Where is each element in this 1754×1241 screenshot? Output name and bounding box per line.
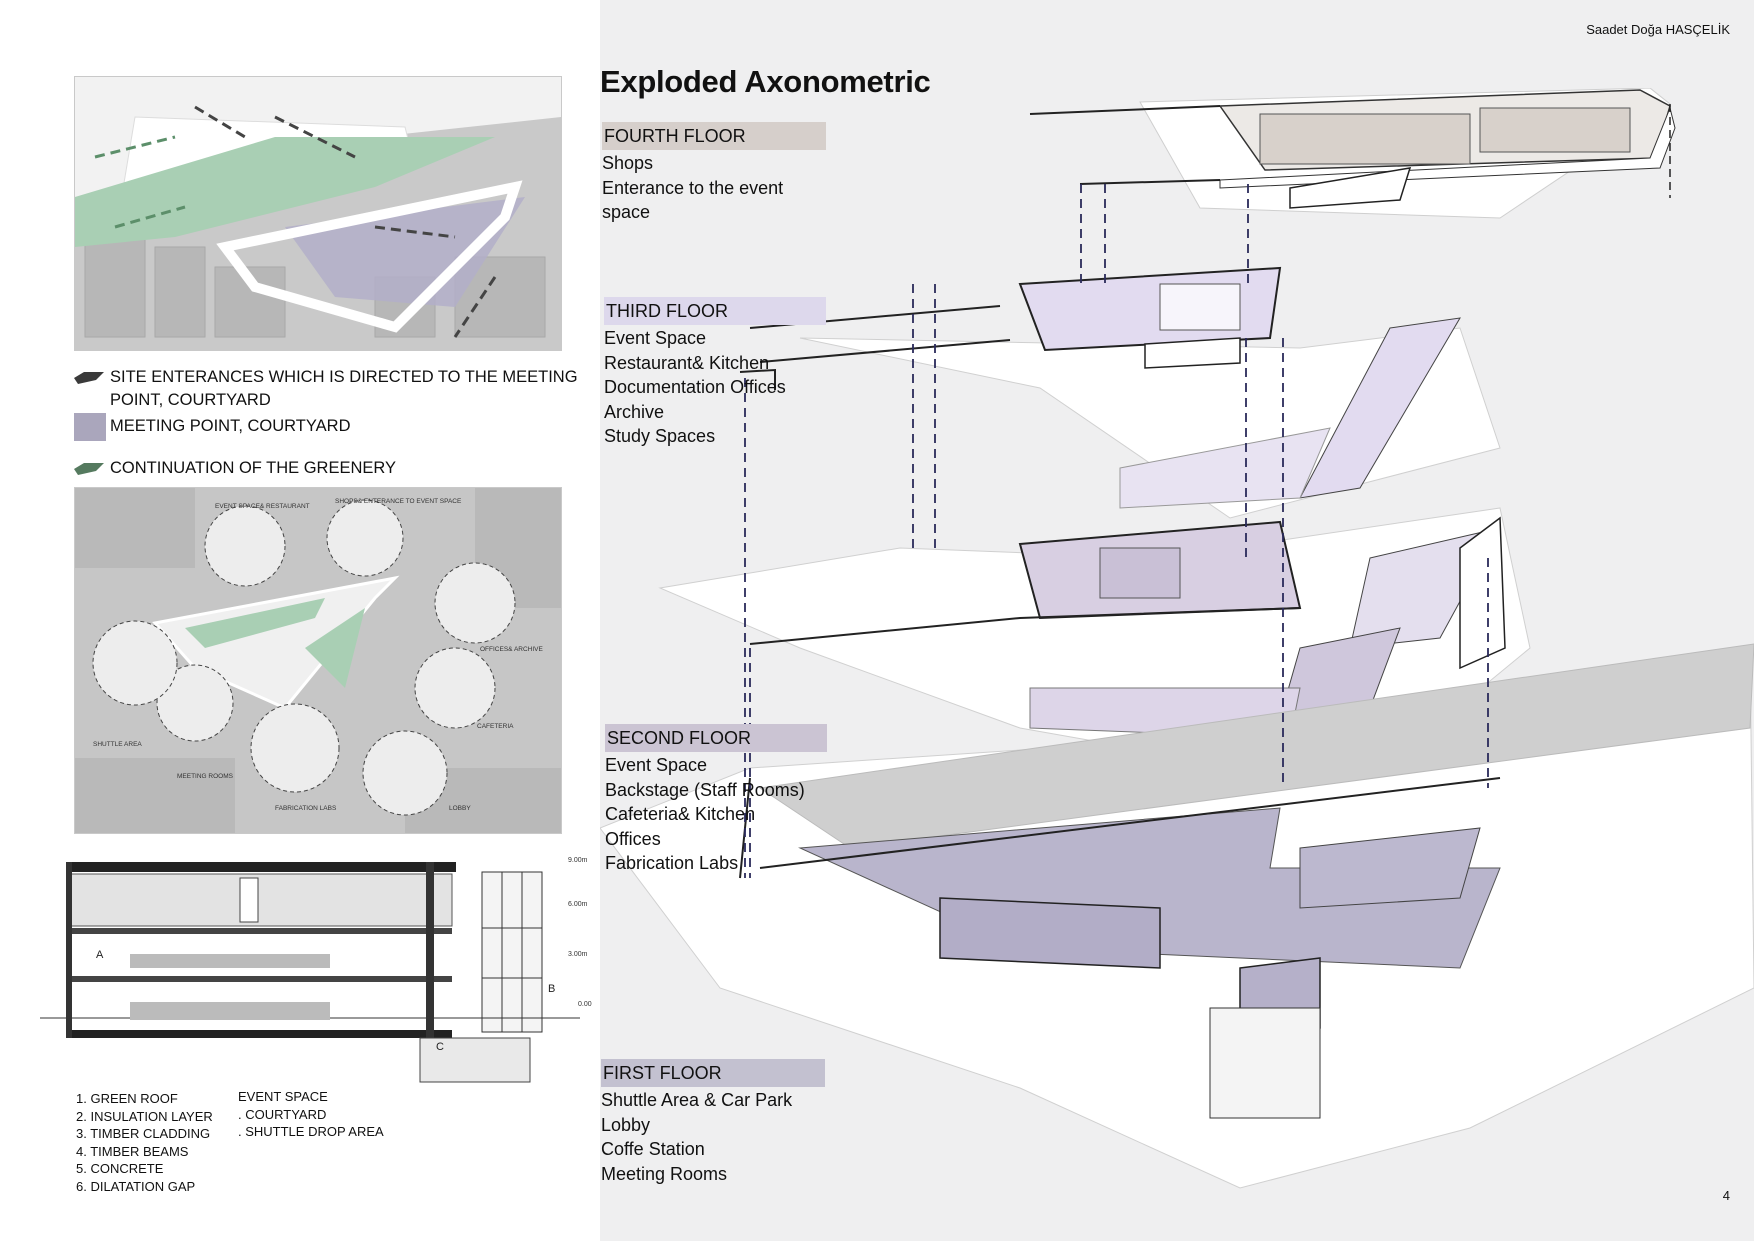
- legend-text: SITE ENTERANCES WHICH IS DIRECTED TO THE…: [110, 368, 578, 386]
- level-label: 3.00m: [568, 951, 588, 958]
- floor-item: Restaurant& Kitchen: [604, 352, 770, 373]
- second-floor-header: SECOND FLOOR: [605, 724, 827, 752]
- building-section-drawing: A B C 9.00m 6.00m 3.00m 0.00: [40, 857, 592, 1083]
- first-floor-header: FIRST FLOOR: [601, 1059, 825, 1087]
- note: 5. CONCRETE: [76, 1161, 164, 1176]
- fourth-floor-block: FOURTH FLOOR Shops Enterance to the even…: [602, 122, 826, 225]
- site-perspective-image: [74, 76, 562, 351]
- section-label-c: C: [436, 1041, 444, 1053]
- aerial-diagram-image: EVENT SPACE& RESTAURANT SHOPS& ENTERANCE…: [74, 487, 562, 834]
- section-label-b: B: [548, 983, 555, 995]
- bubble-label-fabrication: FABRICATION LABS: [275, 805, 337, 812]
- first-floor-block: FIRST FLOOR Shuttle Area & Car Park Lobb…: [601, 1059, 825, 1186]
- note: 1. GREEN ROOF: [76, 1091, 178, 1106]
- arrow-icon-dark: [74, 372, 104, 384]
- floor-item: Lobby: [601, 1114, 651, 1135]
- floor-item: Documentation Offices: [604, 377, 786, 397]
- bubble-label-cafeteria: CAFETERIA: [477, 723, 514, 730]
- note: . SHUTTLE DROP AREA: [238, 1124, 384, 1139]
- note: 2. INSULATION LAYER: [76, 1108, 213, 1124]
- bubble-label-lobby: LOBBY: [449, 805, 471, 812]
- note: 6. DILATATION GAP: [76, 1178, 196, 1194]
- purple-swatch: [74, 413, 106, 441]
- level-label: 6.00m: [568, 901, 588, 908]
- floor-item: Cafeteria& Kitchen: [605, 804, 756, 824]
- page-number: 4: [1722, 1188, 1730, 1203]
- legend-text: POINT, COURTYARD: [110, 391, 271, 409]
- floor-item: Study Spaces: [604, 426, 716, 446]
- floor-item: Shops: [602, 153, 654, 173]
- bubble-label-offices: OFFICES& ARCHIVE: [480, 646, 544, 653]
- bubble-label-shuttle: SHUTTLE AREA: [93, 741, 142, 748]
- note: 4. TIMBER BEAMS: [76, 1143, 189, 1159]
- floor-item: Event Space: [605, 755, 708, 775]
- floor-item: Event Space: [604, 328, 707, 348]
- level-label: 0.00: [578, 1001, 592, 1008]
- floor-item: Fabrication Labs: [605, 853, 739, 873]
- third-floor-header: THIRD FLOOR: [604, 297, 826, 325]
- first-floor-plate: [600, 643, 1754, 1189]
- aerial-diagram-drawing: EVENT SPACE& RESTAURANT SHOPS& ENTERANCE…: [75, 488, 561, 833]
- section-notes-right: EVENT SPACE . COURTYARD . SHUTTLE DROP A…: [238, 1088, 384, 1141]
- alignment-lines: [744, 184, 1489, 878]
- second-floor-block: SECOND FLOOR Event Space Backstage (Staf…: [605, 724, 827, 876]
- fourth-floor-plate: [1029, 88, 1676, 219]
- page-title: Exploded Axonometric: [600, 64, 931, 99]
- note: 3. TIMBER CLADDING: [76, 1126, 211, 1141]
- site-perspective-drawing: [75, 77, 561, 350]
- third-floor-plate: [739, 266, 1501, 519]
- bubble-label-event: EVENT SPACE& RESTAURANT: [215, 503, 310, 510]
- floor-item: space: [602, 202, 651, 222]
- level-label: 9.00m: [568, 857, 588, 864]
- floor-item: Meeting Rooms: [601, 1163, 728, 1184]
- floor-item: Coffe Station: [601, 1139, 705, 1159]
- bubble-label-shops: SHOPS& ENTERANCE TO EVENT SPACE: [335, 498, 462, 505]
- arrow-icon-green: [74, 463, 104, 475]
- exploded-axonometric-drawing: [600, 88, 1754, 1189]
- section-notes-left: 1. GREEN ROOF 2. INSULATION LAYER 3. TIM…: [76, 1090, 213, 1195]
- legend-text: CONTINUATION OF THE GREENERY: [110, 459, 397, 477]
- floor-item: Offices: [605, 828, 661, 849]
- legend-text: MEETING POINT, COURTYARD: [110, 417, 351, 435]
- note: EVENT SPACE: [238, 1089, 328, 1104]
- floor-item: Shuttle Area & Car Park: [601, 1090, 793, 1110]
- author-name: Saadet Doğa HASÇELİK: [1586, 22, 1730, 37]
- third-floor-block: THIRD FLOOR Event Space Restaurant& Kitc…: [604, 297, 826, 449]
- bubble-label-meeting: MEETING ROOMS: [177, 773, 234, 780]
- floor-item: Enterance to the event: [602, 177, 784, 198]
- note: . COURTYARD: [238, 1106, 327, 1122]
- section-label-a: A: [96, 949, 104, 961]
- fourth-floor-header: FOURTH FLOOR: [602, 122, 826, 150]
- floor-item: Archive: [604, 401, 665, 422]
- floor-item: Backstage (Staff Rooms): [605, 779, 805, 800]
